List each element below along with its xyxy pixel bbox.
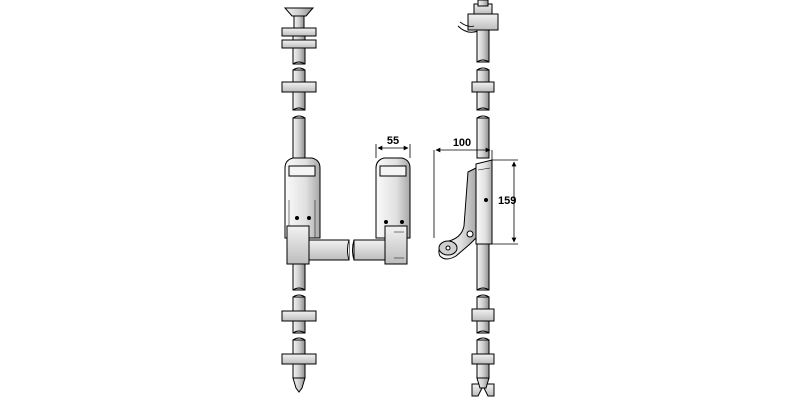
dimension-label-159: 159 (498, 195, 516, 207)
left-top-rod-assembly (281, 7, 317, 159)
dimension-label-55: 55 (387, 135, 399, 147)
right-lock-body (375, 157, 411, 239)
dimension-depth (433, 147, 493, 238)
left-bottom-rod-assembly (281, 263, 317, 393)
push-bar (286, 225, 408, 265)
side-view-rod-assembly (457, 0, 499, 397)
dimension-height (492, 159, 518, 245)
dimension-handle-width (375, 144, 411, 158)
side-view-lock-body (438, 159, 493, 260)
dimension-label-100: 100 (453, 137, 471, 149)
left-lock-body (284, 157, 321, 239)
